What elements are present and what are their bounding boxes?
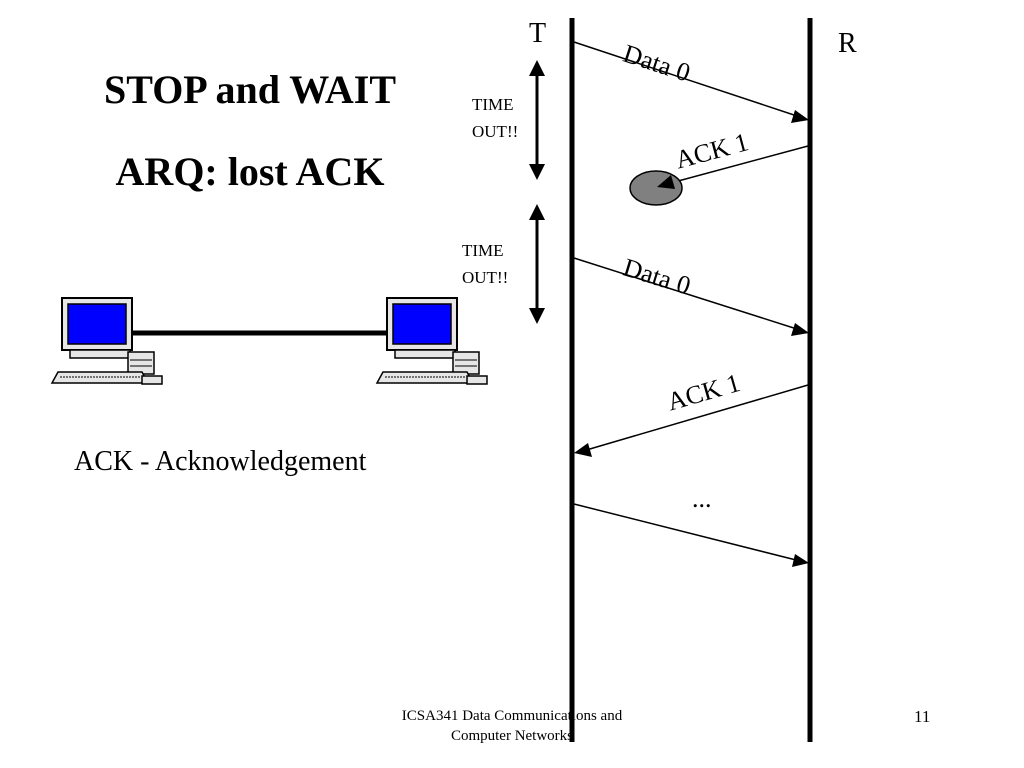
timeout-2-line2: OUT!! [462,268,509,287]
timeout-1-arrow [529,60,545,180]
timeout-1-line1: TIME [472,95,514,114]
timeout-1-line2: OUT!! [472,122,519,141]
receiver-label: R [838,28,857,59]
page-number: 11 [914,707,931,726]
message-next [573,503,809,567]
footer-line2: Computer Networks [450,728,574,744]
footer-line1: ICSA341 Data Communications and [401,708,623,724]
message-data0-first [573,41,809,123]
computer-left-icon [50,297,163,385]
slide-title-line1: STOP and WAIT [103,67,396,112]
timeout-2-arrow [529,204,545,324]
footer-course-title: ICSA341 Data Communications and Computer… [362,706,662,746]
transmitter-label: T [529,18,547,49]
message-ack1-delivered [574,384,809,457]
caption-ack-definition: ACK - Acknowledgement [74,446,367,477]
message-ack1-lost [629,145,809,206]
slide-title-line2: ARQ: lost ACK [115,149,385,194]
message-label-next: ... [692,484,712,513]
timeout-1-label: TIME OUT!! [472,91,518,145]
computer-right-icon [375,297,488,385]
timeout-2-label: TIME OUT!! [462,237,508,291]
timeout-2-line1: TIME [462,241,504,260]
message-data0-second [573,257,809,336]
